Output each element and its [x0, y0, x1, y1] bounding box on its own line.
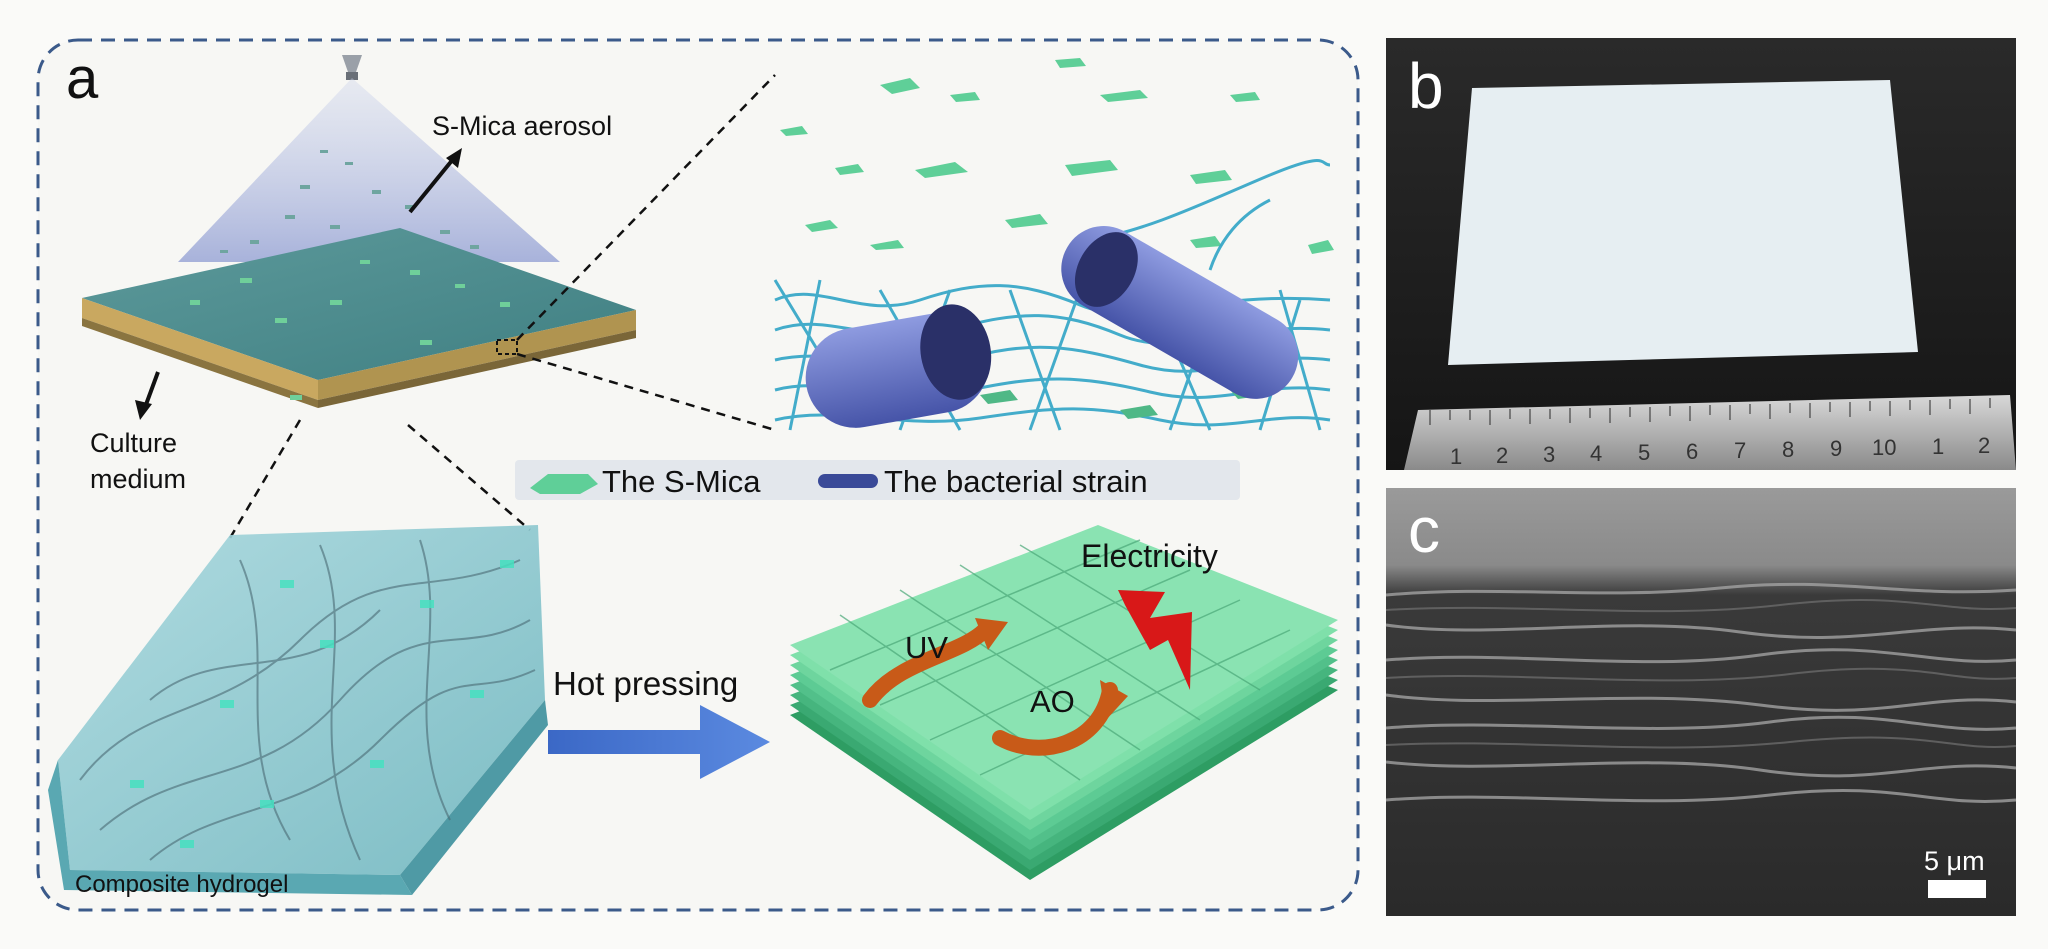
- hydrogel-label: Composite hydrogel: [75, 871, 288, 898]
- aerosol-arrow: [408, 156, 456, 214]
- aerosol-label: S-Mica aerosol: [432, 111, 612, 141]
- scale-bar: [1928, 880, 1986, 898]
- ruler-ticks: [1429, 398, 1991, 425]
- ruler-num-10: 10: [1872, 435, 1896, 460]
- bacteria-legend-icon: [818, 474, 878, 488]
- zoom-inset: [773, 58, 1334, 431]
- panel-a-letter: a: [66, 46, 99, 111]
- ruler-num-7: 7: [1734, 438, 1746, 463]
- steel-ruler: [1404, 395, 2016, 470]
- zoom-lines: [228, 74, 776, 539]
- ruler-num-3: 3: [1543, 442, 1555, 467]
- spray-nozzle-icon: [342, 55, 362, 80]
- culture-label-line1: Culture: [90, 428, 177, 458]
- ao-label: AO: [1030, 684, 1075, 719]
- ruler-num-11: 1: [1932, 434, 1944, 459]
- hot-pressing-arrow: [548, 705, 770, 779]
- panel-b: 1 2 3 4 5 6 7 8 9 10 1 2 b: [1386, 38, 2016, 470]
- legend: The S-Mica The bacterial strain: [515, 460, 1240, 500]
- ruler-num-4: 4: [1590, 441, 1602, 466]
- culture-slab: [82, 228, 636, 408]
- ruler-numbers: 1 2 3 4 5 6 7 8 9 10 1 2: [1450, 433, 1990, 469]
- mica-legend-icon: [530, 474, 598, 494]
- ruler-num-1: 1: [1450, 444, 1462, 469]
- panel-c: c 5 μm: [1385, 488, 2017, 916]
- scale-bar-label: 5 μm: [1924, 846, 1985, 876]
- legend-mica-label: The S-Mica: [602, 464, 761, 499]
- aerosol-cone: [178, 78, 560, 262]
- bacterium-small: [805, 304, 992, 428]
- paper-sheet: [1448, 80, 1918, 365]
- floating-mica-flakes: [780, 58, 1334, 254]
- ruler-num-12: 2: [1978, 433, 1990, 458]
- hot-pressing-label: Hot pressing: [553, 665, 738, 702]
- composite-hydrogel: [48, 525, 548, 895]
- panel-a: a S-Mica aerosol: [36, 38, 1360, 912]
- ruler-num-6: 6: [1686, 439, 1698, 464]
- uv-arrow: [862, 622, 993, 708]
- ruler-num-8: 8: [1782, 437, 1794, 462]
- panel-c-letter: c: [1408, 494, 1440, 566]
- ruler-num-5: 5: [1638, 440, 1650, 465]
- sem-layers: [1385, 582, 2017, 803]
- legend-bacteria-label: The bacterial strain: [884, 464, 1148, 499]
- bacterium-large: [1061, 225, 1299, 399]
- electricity-label: Electricity: [1081, 538, 1218, 574]
- culture-label-line2: medium: [90, 464, 186, 494]
- panel-b-letter: b: [1408, 50, 1444, 122]
- ruler-num-2: 2: [1496, 443, 1508, 468]
- lightning-bolt-icon: [1118, 590, 1192, 690]
- uv-label: UV: [905, 630, 948, 665]
- ruler-num-9: 9: [1830, 436, 1842, 461]
